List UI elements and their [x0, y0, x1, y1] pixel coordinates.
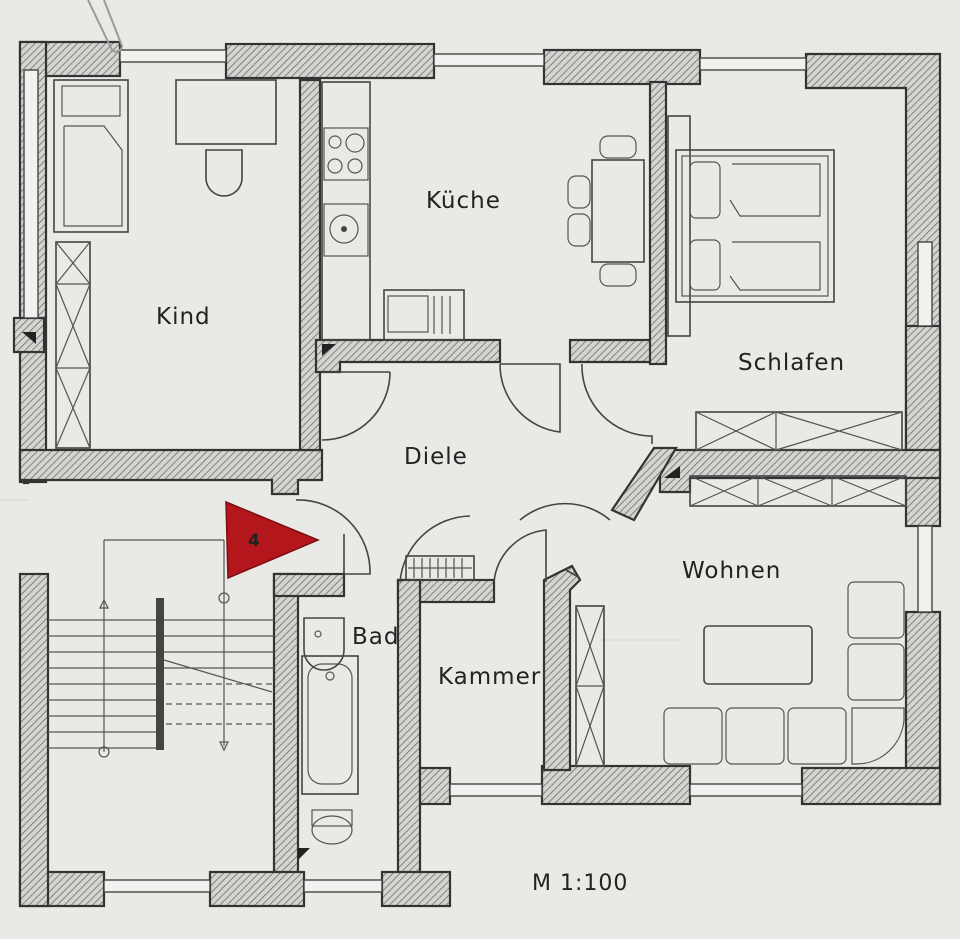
kind-furniture	[22, 79, 277, 449]
room-labels: Kind Küche Schlafen Diele Wohnen Bad Kam…	[156, 188, 845, 690]
room-label-wohnen: Wohnen	[682, 558, 781, 584]
room-label-kueche: Küche	[426, 188, 501, 214]
bad-furniture	[298, 555, 475, 860]
room-label-schlafen: Schlafen	[738, 350, 845, 376]
wohnen-furniture	[575, 475, 907, 767]
room-label-kind: Kind	[156, 304, 211, 330]
unit-marker-triangle	[225, 500, 320, 580]
schlafen-furniture	[664, 115, 903, 478]
room-label-diele: Diele	[404, 444, 468, 470]
walls	[12, 40, 942, 908]
background-lines	[0, 499, 680, 641]
room-label-kammer: Kammer	[438, 664, 541, 690]
windows	[23, 49, 933, 893]
kueche-furniture	[321, 81, 645, 356]
scale-label: M 1:100	[532, 871, 628, 896]
unit-marker: 4	[225, 500, 320, 580]
room-label-bad: Bad	[352, 624, 399, 650]
doors	[295, 363, 653, 583]
unit-number: 4	[248, 531, 260, 551]
staircase	[48, 539, 274, 758]
paper-clip-icon	[87, 0, 124, 53]
